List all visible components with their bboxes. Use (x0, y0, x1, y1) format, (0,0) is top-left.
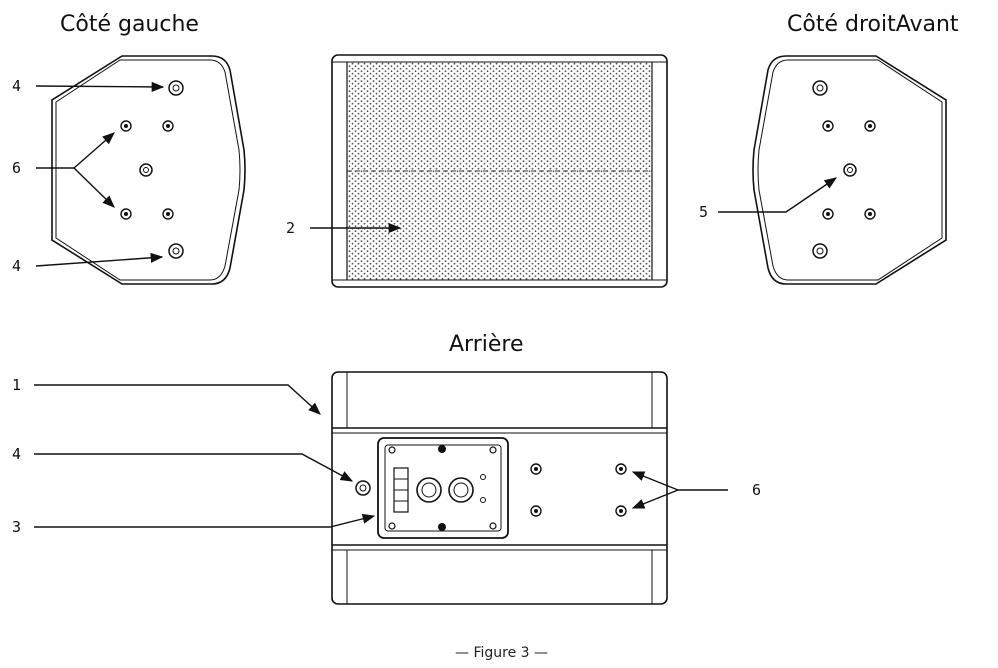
front-view (331, 54, 668, 288)
figure-caption: — Figure 3 — (455, 645, 549, 661)
rear-view (331, 371, 668, 605)
left-callout-lines (35, 81, 165, 267)
rear-connector-panel (377, 437, 509, 539)
right-side-view (752, 55, 947, 285)
rear-callout-lines (34, 384, 728, 528)
callout-rear-top: 1 (12, 376, 22, 394)
left-side-title: Côté gauche (60, 12, 199, 37)
callout-left-bottom: 4 (12, 257, 22, 275)
left-side-view (51, 55, 246, 285)
callout-left-top: 4 (12, 77, 22, 95)
callout-right-middle: 5 (699, 203, 709, 221)
callout-rear-hole: 4 (12, 445, 22, 463)
callout-left-middle: 6 (12, 159, 22, 177)
right-side-fixings (812, 80, 876, 259)
callout-front-grille: 2 (286, 219, 296, 237)
right-side-title: Côté droitAvant (787, 12, 959, 37)
callout-rear-inserts: 6 (752, 481, 762, 499)
callout-rear-panel: 3 (12, 518, 22, 536)
left-side-fixings (120, 80, 184, 259)
rear-title: Arrière (449, 332, 524, 357)
rear-fixings (355, 463, 627, 517)
right-callout-line (718, 177, 838, 213)
